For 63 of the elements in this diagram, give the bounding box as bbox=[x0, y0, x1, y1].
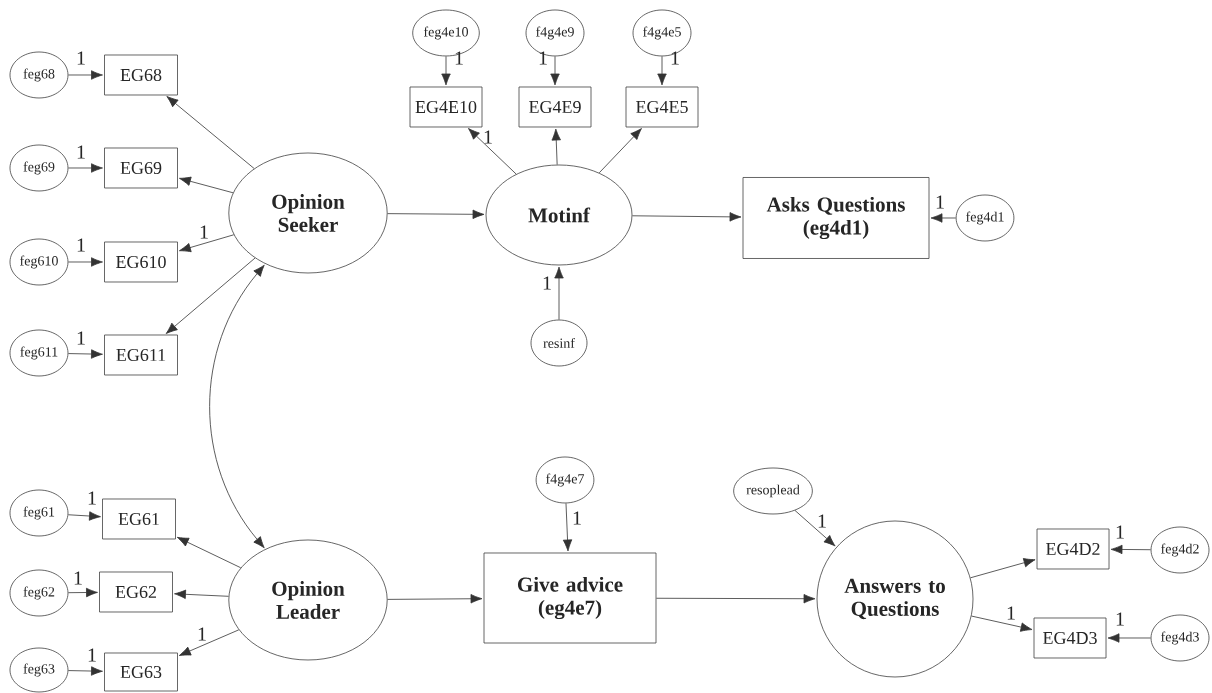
arrow bbox=[657, 56, 667, 86]
arrow bbox=[166, 96, 255, 169]
arrow bbox=[165, 257, 256, 334]
arrow bbox=[68, 257, 103, 267]
arrow bbox=[794, 510, 836, 547]
arrow bbox=[656, 594, 816, 604]
observed-variable-box: EG611 bbox=[104, 334, 178, 376]
arrow bbox=[179, 176, 234, 194]
arrow bbox=[468, 128, 517, 175]
arrow bbox=[68, 349, 103, 359]
arrow bbox=[174, 589, 229, 599]
arrow bbox=[387, 209, 485, 219]
covariance-arrow bbox=[209, 264, 265, 549]
edge-label: 1 bbox=[1007, 606, 1015, 620]
observed-variable-box: EG4D3 bbox=[1033, 617, 1107, 659]
arrow bbox=[562, 503, 573, 552]
edge-label: 1 bbox=[77, 145, 85, 159]
edge-label: 1 bbox=[543, 276, 551, 290]
arrow bbox=[67, 511, 101, 521]
arrow bbox=[179, 629, 240, 656]
arrow bbox=[550, 56, 560, 86]
edge-label: 1 bbox=[77, 51, 85, 65]
arrow bbox=[68, 163, 103, 173]
edge-label: 1 bbox=[200, 225, 208, 239]
edge-label: 1 bbox=[573, 511, 581, 525]
edge-label: 1 bbox=[88, 491, 96, 505]
arrow bbox=[971, 615, 1033, 632]
arrow bbox=[68, 70, 103, 80]
observed-variable-box: EG610 bbox=[104, 241, 178, 283]
edge-label: 1 bbox=[484, 130, 492, 144]
edge-label: 1 bbox=[88, 648, 96, 662]
arrow bbox=[1110, 544, 1151, 555]
edge-label: 1 bbox=[936, 195, 944, 209]
arrow bbox=[179, 234, 235, 253]
arrow bbox=[441, 56, 451, 86]
arrow bbox=[387, 594, 483, 604]
observed-variable-box: EG4E10 bbox=[409, 86, 483, 128]
edge-label: 1 bbox=[1116, 525, 1124, 539]
arrow bbox=[68, 587, 98, 598]
arrow bbox=[598, 128, 642, 174]
edge-label: 1 bbox=[74, 571, 82, 585]
observed-variable-box: EG63 bbox=[104, 652, 178, 692]
arrow bbox=[1107, 633, 1151, 643]
arrow bbox=[970, 558, 1036, 579]
observed-variable-box: EG68 bbox=[104, 54, 178, 96]
edge-label: 1 bbox=[77, 238, 85, 252]
arrow bbox=[554, 266, 564, 320]
observed-variable-box: Asks Questions (eg4d1) bbox=[742, 177, 930, 259]
arrow bbox=[68, 666, 103, 676]
edge-label: 1 bbox=[1116, 612, 1124, 626]
observed-variable-box: Give advice (eg4e7) bbox=[483, 552, 657, 644]
observed-variable-box: EG69 bbox=[104, 147, 178, 189]
observed-variable-box: EG62 bbox=[99, 571, 173, 613]
arrow bbox=[176, 536, 242, 569]
arrow bbox=[930, 213, 957, 223]
observed-variable-box: EG4E5 bbox=[625, 86, 699, 128]
edge-label: 1 bbox=[198, 627, 206, 641]
observed-variable-box: EG4E9 bbox=[518, 86, 592, 128]
arrow bbox=[632, 212, 742, 222]
edge-label: 1 bbox=[77, 331, 85, 345]
observed-variable-box: EG4D2 bbox=[1036, 528, 1110, 570]
observed-variable-box: EG61 bbox=[102, 498, 176, 540]
arrow bbox=[551, 128, 561, 165]
